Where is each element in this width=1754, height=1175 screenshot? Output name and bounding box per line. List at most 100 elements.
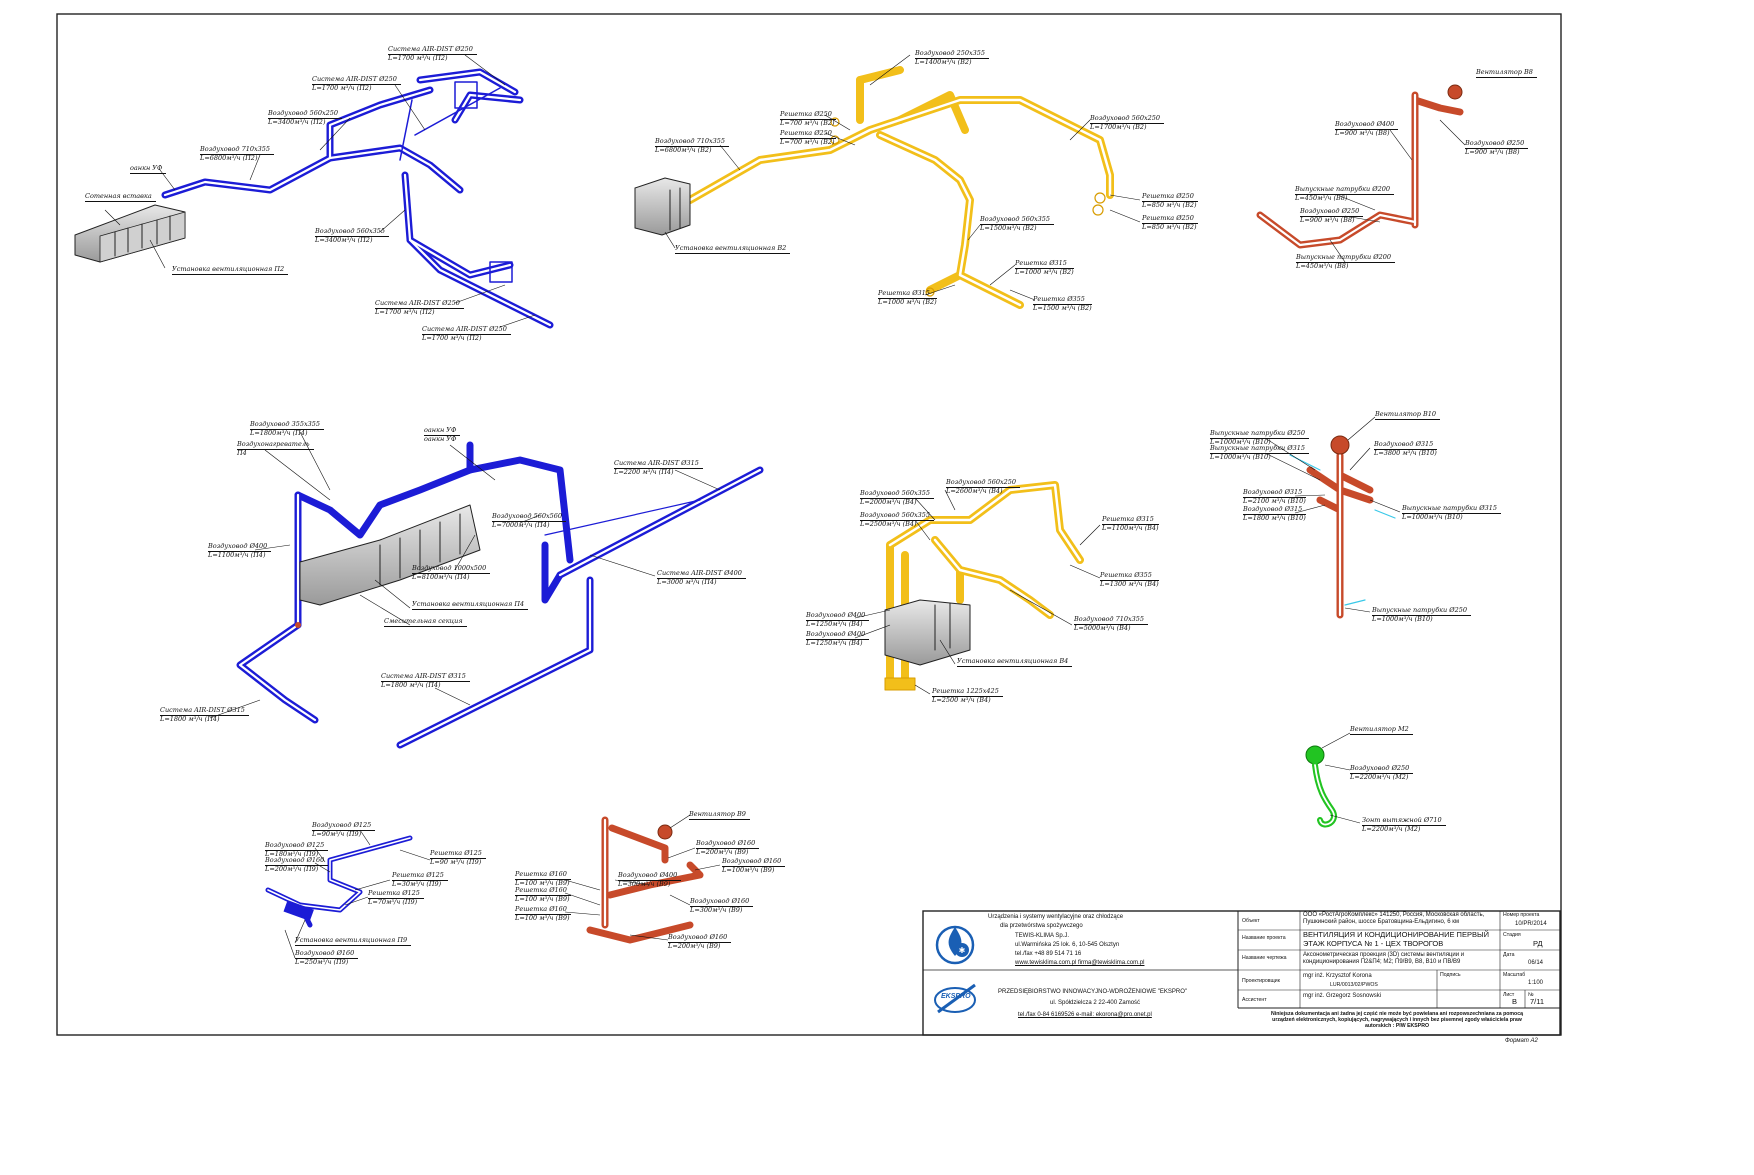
label-p2-8-title: Система AIR-DIST Ø250 (375, 299, 464, 309)
label-v2-11-title: Решетка Ø355 (1033, 295, 1092, 305)
label-v4-1-flow: L=2000м³/ч (В4) (860, 497, 917, 506)
label-v4-6-title: Воздуховод Ø400 (806, 630, 870, 640)
label-p4-9: Смесительная секция (384, 617, 467, 627)
title-block-frame (922, 910, 1561, 1036)
label-p9-5-flow: L=70м³/ч (П9) (368, 897, 418, 906)
label-p2-7: Установка вентиляционная П2 (172, 265, 289, 275)
assistant-value: mgr inż. Grzegorz Sosnowski (1303, 993, 1382, 999)
label-v4-4-flow: L=1300 м³/ч (В4) (1100, 579, 1159, 588)
fan-v10 (1330, 435, 1350, 455)
label-v10-0-title: Вентилятор В10 (1375, 410, 1441, 420)
label-v10-7-flow: L=1000м³/ч (В10) (1372, 614, 1433, 623)
object-value: ООО «РостАгроКомплекс» 141250, Россия, М… (1303, 912, 1485, 925)
label-v9-4-flow: L=300м³/ч (В9) (618, 879, 671, 888)
label-p4-0-flow: L=1800м³/ч (П4) (250, 428, 308, 437)
label-p2-2-flow: L=3400м³/ч (П2) (268, 117, 326, 126)
label-v2-9-flow: L=1000 м³/ч (В2) (1015, 267, 1074, 276)
label-p4-2-flow: оанкн УФ (424, 434, 457, 443)
label-v4-2-flow: L=2500м³/ч (В4) (860, 519, 917, 528)
label-v4-9-title: Решетка 1225x425 (932, 687, 1003, 697)
date-value: 06/14 (1528, 960, 1544, 966)
fan-v9 (657, 824, 673, 840)
label-sheet: Лист (1503, 992, 1515, 998)
ahu-v2 (634, 177, 691, 236)
label-p4-10-flow: L=1800 м³/ч (П4) (381, 680, 441, 689)
label-v10-0: Вентилятор В10 (1375, 410, 1441, 420)
label-v9-2-title: Решетка Ø160 (515, 870, 571, 880)
designer-number: LUR/0013/02/PWOS (1330, 982, 1378, 988)
label-object: Объект (1242, 918, 1260, 924)
system-v8-diagram (1256, 84, 1464, 249)
label-v8-0-title: Вентилятор В8 (1476, 68, 1537, 78)
label-p2-2-title: Воздуховод 560x250 (268, 109, 343, 119)
copyright-note: Niniejsza dokumentacja ani żadna jej czę… (1271, 1011, 1523, 1029)
label-p4-5-flow: L=7000м³/ч (П4) (492, 520, 550, 529)
label-v2-0-flow: L=1400м³/ч (В2) (915, 57, 972, 66)
company1-line6[interactable]: www.tewisklima.com.pl firma@tewisklima.c… (1015, 960, 1145, 966)
label-v2-6-flow: L=850 м³/ч (В2) (1142, 222, 1197, 231)
label-p4-6-title: Воздуховод 1000x500 (412, 564, 491, 574)
label-p4-1-title: Воздухонагреватель (237, 440, 314, 450)
label-m2-0-title: Вентилятор М2 (1350, 725, 1413, 735)
label-p2-6-title: Воздуховод 560x355 (315, 227, 390, 237)
label-v10-2-title: Выпускные патрубки Ø315 (1210, 444, 1310, 454)
label-p9-5-title: Решетка Ø125 (368, 889, 424, 899)
label-v10-7-title: Выпускные патрубки Ø250 (1372, 606, 1472, 616)
label-v9-0: Вентилятор В9 (689, 810, 750, 820)
label-v4-4-title: Решетка Ø355 (1100, 571, 1159, 581)
label-v2-3-flow: L=700 м³/ч (В2) (780, 137, 835, 146)
label-assistant: Ассистент (1242, 997, 1267, 1003)
label-v9-2-flow: L=100 м³/ч (В9) (515, 878, 570, 887)
outer-frame (56, 13, 1562, 1036)
label-p4-7-title: Система AIR-DIST Ø400 (657, 569, 746, 579)
label-v9-8-flow: L=200м³/ч (В9) (668, 941, 721, 950)
label-v8-2-flow: L=900 м³/ч (В8) (1465, 147, 1520, 156)
label-v2-8: Установка вентиляционная В2 (675, 244, 791, 254)
label-v2-7-title: Воздуховод 560x355 (980, 215, 1055, 225)
fan-m2 (1305, 745, 1325, 765)
ekspro-logo-text: EKSPRO (941, 993, 971, 1000)
label-m2-2-title: Зонт вытяжной Ø710 (1362, 816, 1446, 826)
system-p2-diagram (74, 68, 554, 329)
designer-value: mgr inż. Krzysztof Korona (1303, 973, 1372, 979)
label-v10-4-flow: L=2100 м³/ч (В10) (1243, 496, 1306, 505)
company2-line2: ul. Spółdzielcza 2 22-400 Zamość (1050, 1000, 1141, 1006)
company2-line3[interactable]: tel./fax 0-84 6169526 e-mail: ekorona@pr… (1018, 1012, 1152, 1018)
label-v8-4-title: Воздуховод Ø250 (1300, 207, 1364, 217)
label-v4-7-flow: L=5000м³/ч (В4) (1074, 623, 1131, 632)
label-scale: Масштаб (1503, 972, 1526, 978)
label-v9-4-title: Воздуховод Ø400 (618, 871, 682, 881)
label-p4-11-flow: L=1800 м³/ч (П4) (160, 714, 220, 723)
label-p2-1-title: Система AIR-DIST Ø250 (312, 75, 401, 85)
company2-line1: PRZEDSIĘBIORSTWO INNOWACYJNO-WDROŻENIOWE… (998, 989, 1188, 995)
format-label: Формат А2 (1505, 1038, 1538, 1044)
label-p2-5: Сотенная вставка (85, 192, 156, 202)
label-v4-0-flow: L=2600м³/ч (В4) (946, 486, 1003, 495)
label-v4-1-title: Воздуховод 560x355 (860, 489, 935, 499)
label-v8-1-title: Воздуховод Ø400 (1335, 120, 1399, 130)
label-m2-1-flow: L=2200м³/ч (М2) (1350, 772, 1409, 781)
